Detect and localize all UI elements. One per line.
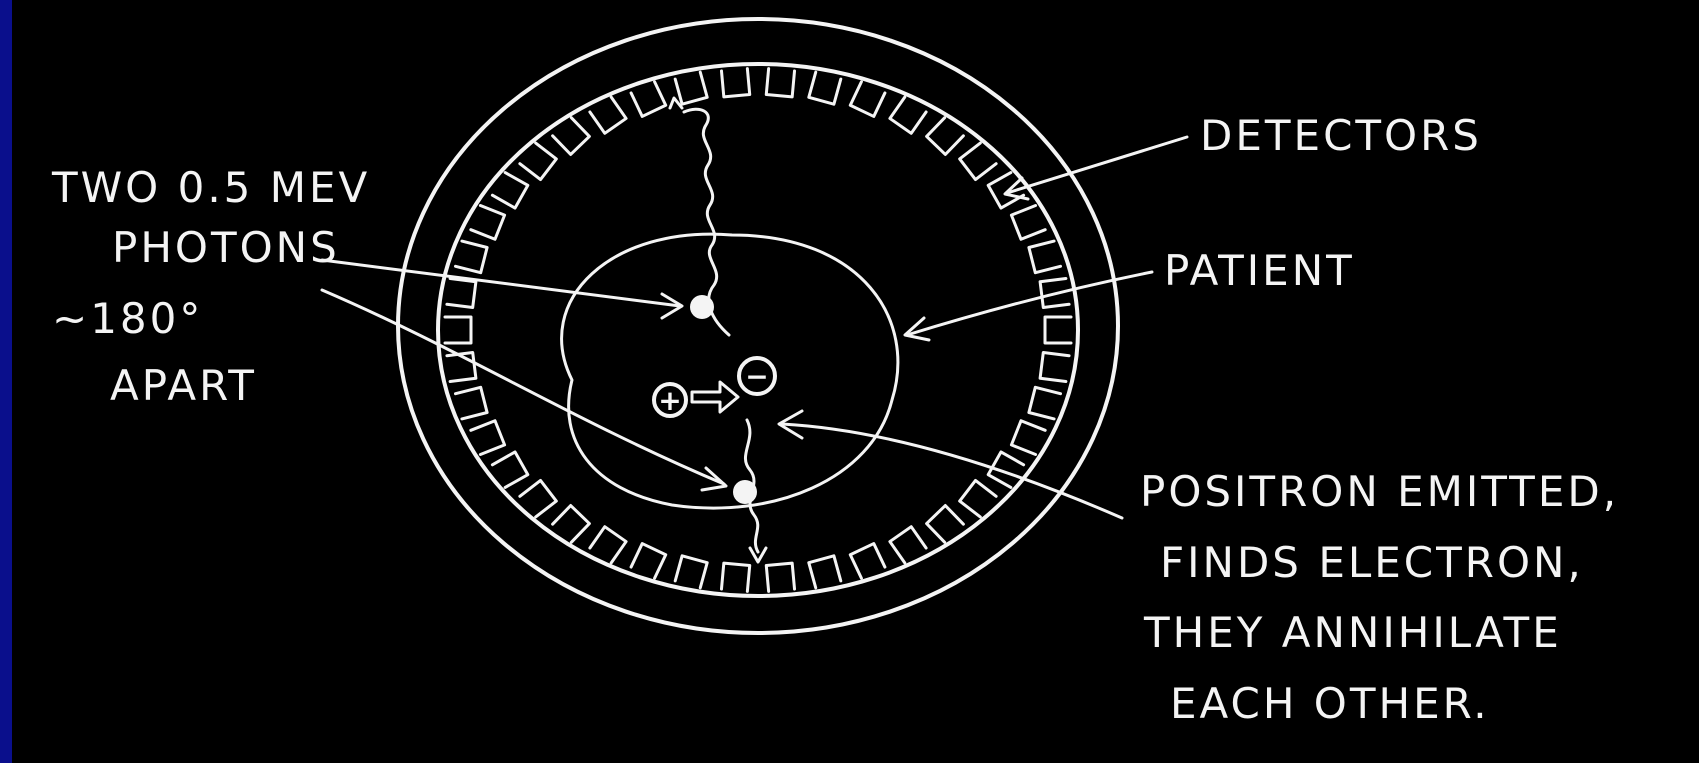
detector <box>766 69 794 97</box>
photons-label-line-1: TWO 0.5 MEV <box>51 163 370 212</box>
positron-label-line-1: POSITRON EMITTED, <box>1140 467 1619 516</box>
photon-point-upper <box>690 295 714 319</box>
patient-label: PATIENT <box>1164 246 1355 295</box>
detector <box>721 563 749 591</box>
detector <box>675 72 707 104</box>
detector <box>631 82 666 117</box>
detector <box>631 544 666 579</box>
detector <box>1045 317 1071 343</box>
detector <box>675 556 707 588</box>
detector <box>471 421 505 455</box>
detector <box>1040 352 1069 381</box>
detector-ring <box>445 69 1071 592</box>
patient-outline <box>562 234 898 508</box>
detector <box>809 72 841 104</box>
detector <box>1011 421 1045 455</box>
positron-label-line-3: THEY ANNIHILATE <box>1143 608 1562 657</box>
positron-particle: + <box>654 384 686 417</box>
diagram-canvas: + − TWO 0.5 MEV PHOTONS ~180° APART DETE… <box>12 0 1699 763</box>
pet-scanner-diagram: + − TWO 0.5 MEV PHOTONS ~180° APART DETE… <box>12 0 1699 763</box>
positron-symbol: + <box>658 384 681 417</box>
scanner-inner-ring <box>438 64 1078 596</box>
positron-leader <box>782 424 1122 518</box>
detector <box>447 278 476 307</box>
detector <box>1029 241 1061 273</box>
detector <box>1011 206 1045 240</box>
photon-point-lower <box>733 480 757 504</box>
detector <box>445 317 471 343</box>
detector <box>850 544 885 579</box>
photons-label-line-3: ~180° <box>52 294 203 343</box>
detector <box>850 82 885 117</box>
detector <box>809 556 841 588</box>
photons-label-line-4: APART <box>110 361 257 410</box>
electron-particle: − <box>739 358 775 394</box>
emission-arrow <box>692 382 738 412</box>
detectors-leader <box>1007 137 1187 193</box>
electron-symbol: − <box>745 360 768 393</box>
detector <box>721 69 749 97</box>
detector <box>766 563 794 591</box>
photons-label-line-2: PHOTONS <box>112 223 340 272</box>
positron-label-line-2: FINDS ELECTRON, <box>1160 538 1584 587</box>
detector <box>455 241 487 273</box>
detector <box>455 387 487 419</box>
photons-leader-upper <box>322 260 680 306</box>
detectors-label: DETECTORS <box>1200 111 1482 160</box>
detector <box>471 206 505 240</box>
detector <box>1029 387 1061 419</box>
scanner-outer-ring <box>398 19 1118 633</box>
positron-label-line-4: EACH OTHER. <box>1170 679 1490 728</box>
